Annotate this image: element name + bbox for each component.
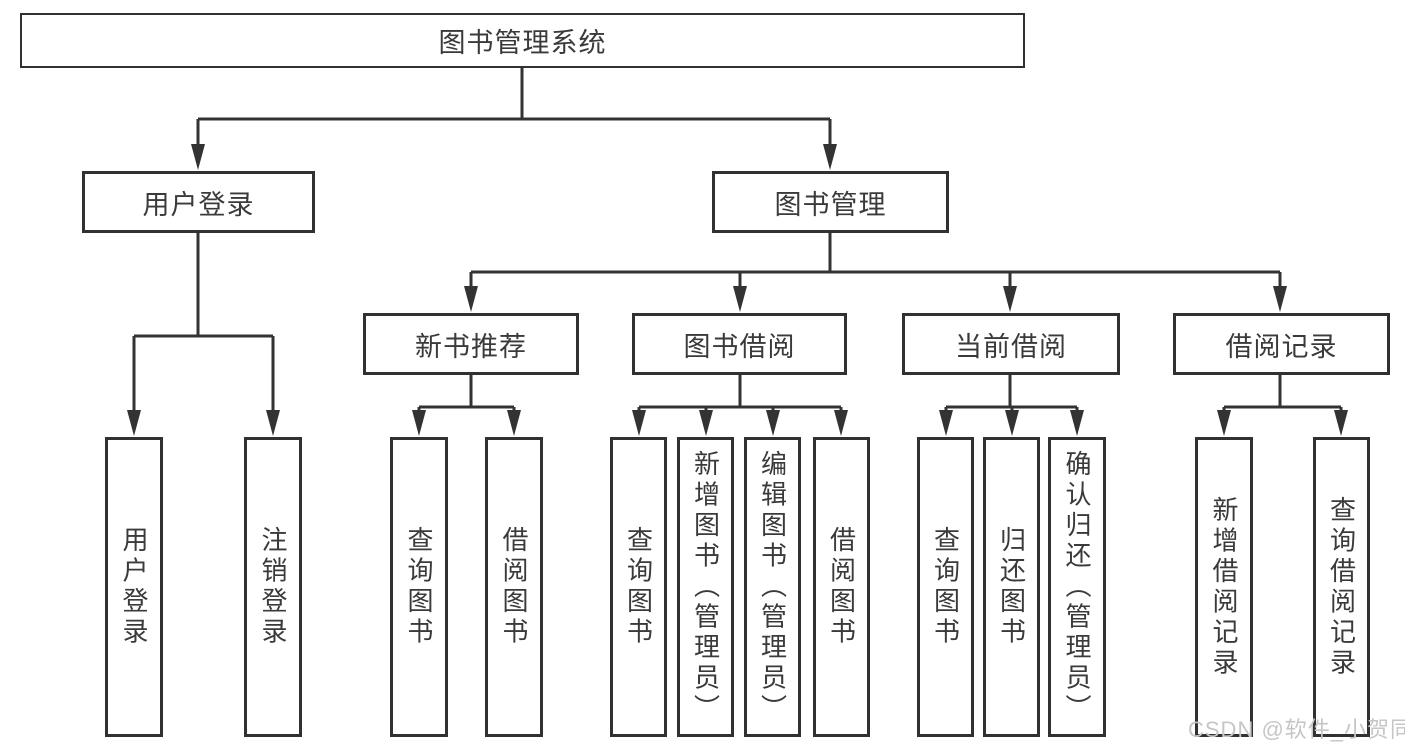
leaf-label: 注销登录 [258, 526, 288, 648]
arrow-down-icon [1005, 410, 1019, 436]
leaf-return-books: 归还图书 [983, 437, 1040, 737]
arrow-down-icon [464, 286, 478, 312]
arrow-down-icon [1334, 410, 1348, 436]
leaf-label: 用户登录 [119, 526, 149, 648]
arrow-down-icon [191, 144, 205, 170]
arrow-down-icon [1217, 410, 1231, 436]
leaf-query-books-borrow: 查询图书 [610, 437, 667, 737]
leaf-confirm-return-admin: 确认归还（管理员） [1048, 437, 1106, 737]
node-user-login: 用户登录 [82, 171, 315, 233]
leaf-label: 归还图书 [996, 526, 1027, 648]
arrow-down-icon [699, 410, 713, 436]
node-current-borrow: 当前借阅 [902, 313, 1120, 375]
leaf-edit-book-admin: 编辑图书（管理员） [744, 437, 801, 737]
leaf-borrow-books-recommend: 借阅图书 [485, 437, 543, 737]
leaf-query-books-current: 查询图书 [917, 437, 974, 737]
leaf-query-borrow-record: 查询借阅记录 [1313, 437, 1370, 737]
arrow-down-icon [1003, 286, 1017, 312]
leaf-label: 新增图书（管理员） [690, 449, 721, 725]
arrow-down-icon [632, 410, 646, 436]
arrow-down-icon [834, 410, 848, 436]
node-borrow-records: 借阅记录 [1173, 313, 1390, 375]
connector-lines [132, 68, 1343, 414]
arrow-down-icon [412, 410, 426, 436]
arrow-down-icon [266, 410, 280, 436]
leaf-label: 查询图书 [623, 526, 654, 648]
arrow-down-icon [507, 410, 521, 436]
leaf-label: 借阅图书 [826, 526, 857, 648]
leaf-label: 查询图书 [930, 526, 961, 648]
arrow-down-icon [939, 410, 953, 436]
arrowhead-icons [127, 144, 1348, 436]
arrow-down-icon [823, 144, 837, 170]
leaf-borrow-books: 借阅图书 [813, 437, 870, 737]
node-book-borrow: 图书借阅 [632, 313, 847, 375]
leaf-label: 确认归还（管理员） [1062, 449, 1092, 725]
node-library-system: 图书管理系统 [20, 13, 1025, 68]
arrow-down-icon [127, 410, 141, 436]
node-book-management: 图书管理 [712, 171, 949, 233]
leaf-label: 借阅图书 [499, 526, 529, 648]
leaf-label: 新增借阅记录 [1209, 495, 1239, 679]
leaf-add-borrow-record: 新增借阅记录 [1195, 437, 1253, 737]
arrow-down-icon [733, 286, 747, 312]
leaf-label: 查询图书 [404, 526, 434, 648]
csdn-watermark: CSDN @软件_小贺同学 [1188, 717, 1405, 742]
leaf-label: 查询借阅记录 [1326, 495, 1357, 679]
leaf-user-login: 用户登录 [105, 437, 163, 737]
arrow-down-icon [766, 410, 780, 436]
arrow-down-icon [1273, 286, 1287, 312]
leaf-logout-login: 注销登录 [244, 437, 302, 737]
leaf-label: 编辑图书（管理员） [757, 449, 788, 725]
leaf-query-books-recommend: 查询图书 [390, 437, 448, 737]
arrow-down-icon [1070, 410, 1084, 436]
node-new-book-recommend: 新书推荐 [363, 313, 579, 375]
leaf-add-book-admin: 新增图书（管理员） [677, 437, 734, 737]
